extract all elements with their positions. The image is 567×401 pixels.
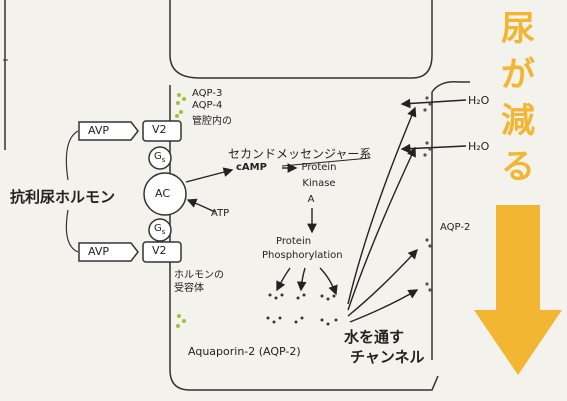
pk-line2: Kinase [302,178,336,189]
h2o-label-1: H₂O [468,94,490,107]
messenger-line [281,157,371,167]
membrane-top [431,80,470,93]
v2-bottom-label: V2 [152,244,167,257]
pp-arrow-2 [296,267,307,292]
avp-top-label: AVP [88,124,109,137]
urine-char-1: 尿 [501,9,535,49]
hormone-receptor-line1: ホルモンの [174,270,224,281]
vesicle-arrow-2 [347,146,416,311]
atp-label: ATP [211,208,230,219]
aquaporin-label: Aquaporin-2 (AQP-2) [188,345,301,358]
aqp3-label: AQP-3 [192,88,223,99]
vesicle-arrow-1 [347,106,417,305]
aqp-basolateral-dots [175,93,186,328]
hormone-receptor-line2: 受容体 [174,283,204,294]
channel-line2: チャンネル [350,348,425,366]
ac-label: AC [155,187,171,200]
ac-to-camp-arrow [185,167,234,183]
pp-line2: Phosphorylation [262,250,343,261]
pp-line1: Protein [276,236,312,247]
urine-char-2: が [501,55,535,95]
basolateral-label: 管腔内の [192,116,232,127]
atp-arrow [186,198,216,213]
h2o-arrow-1 [400,98,467,109]
upper-cell-outline [169,0,433,79]
v2-top-label: V2 [152,123,167,136]
aqp4-label: AQP-4 [192,100,223,111]
h2o-arrow-2 [400,143,467,154]
membrane-aqp2-dots [423,96,432,292]
avp-bottom-shape [78,242,139,262]
aqp2-membrane-label: AQP-2 [440,222,471,233]
ac-circle [143,172,187,216]
pp-arrow-3 [319,267,338,296]
urine-char-3: 減 [501,101,535,141]
gs-top-label: Gs [154,151,166,164]
pp-arrow-1 [276,267,291,292]
v2-bottom-box [142,241,182,263]
vesicle-arrow-3 [347,248,418,317]
gs-top-circle [148,146,172,170]
h2o-label-2: H₂O [468,140,490,153]
pk-line1: Protein [301,162,337,173]
avp-top-shape [78,121,139,141]
bracket-bottom [65,209,79,253]
second-messenger-label: セカンドメッセンジャー系 [228,147,372,161]
avp-bottom-label: AVP [88,245,109,258]
urine-char-4: る [501,147,535,187]
pk-line3: A [307,194,315,205]
gs-bottom-label: Gs [154,223,166,236]
v2-top-box [142,120,182,142]
camp-label: cAMP [236,162,267,173]
vesicle-dots [266,293,338,326]
channel-line1: 水を通す [344,328,405,346]
vesicle-arrow-4 [349,289,419,323]
bracket-top [65,130,79,181]
gs-bottom-circle [148,218,172,242]
cell-outline [169,85,439,391]
urine-decrease-arrow [474,205,562,375]
antidiuretic-hormone-label: 抗利尿ホルモン [10,188,116,206]
